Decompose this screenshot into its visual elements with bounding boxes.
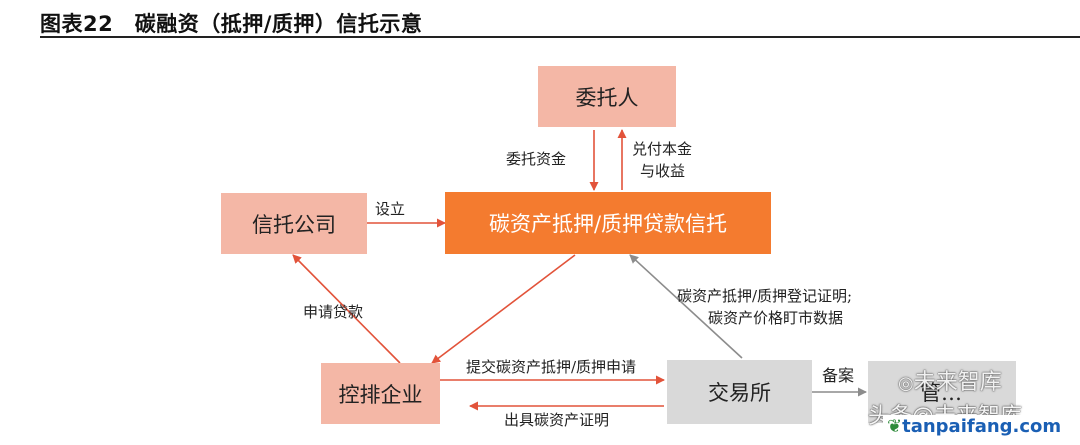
label-chuju: 出具碳资产证明 bbox=[504, 411, 610, 429]
node-weituoren: 委托人 bbox=[538, 66, 676, 127]
label-tijiao: 提交碳资产抵押/质押申请 bbox=[466, 358, 637, 376]
arrow-dengji bbox=[629, 254, 743, 359]
node-guanli-label: 管… bbox=[920, 381, 962, 405]
label-duifu-line2: 与收益 bbox=[640, 162, 686, 180]
watermark-top: ◎未来智库 bbox=[898, 364, 1002, 396]
node-kongpai-qiye: 控排企业 bbox=[321, 363, 440, 424]
label-dengji-line1: 碳资产抵押/质押登记证明; bbox=[677, 287, 853, 305]
label-beian: 备案 bbox=[822, 366, 855, 385]
wechat-icon: ◎ bbox=[898, 373, 914, 394]
node-jiaoyisuo: 交易所 bbox=[667, 360, 812, 424]
label-shenqing-daikuan: 申请贷款 bbox=[303, 303, 364, 321]
label-duifu-line1: 兑付本金 bbox=[632, 140, 693, 158]
node-tanzichan-xintuo: 碳资产抵押/质押贷款信托 bbox=[445, 192, 771, 254]
node-kongpai-qiye-label: 控排企业 bbox=[338, 382, 423, 407]
watermark-top-text: 未来智库 bbox=[913, 370, 1002, 395]
watermark-url: ❦tanpaifang.com bbox=[883, 415, 1066, 439]
label-weituo-zijin: 委托资金 bbox=[506, 150, 567, 168]
node-tanzichan-xintuo-label: 碳资产抵押/质押贷款信托 bbox=[488, 212, 728, 236]
watermark-url-text: tanpaifang.com bbox=[902, 416, 1062, 437]
title-underline bbox=[40, 36, 1080, 38]
node-guanli: 管… bbox=[868, 361, 1016, 423]
node-xintuo-gongsi: 信托公司 bbox=[221, 193, 367, 254]
arrow-xintuo-to-qiye bbox=[431, 254, 576, 364]
leaf-icon: ❦ bbox=[887, 416, 903, 437]
node-jiaoyisuo-label: 交易所 bbox=[708, 381, 771, 405]
node-weituoren-label: 委托人 bbox=[575, 85, 639, 110]
node-xintuo-gongsi-label: 信托公司 bbox=[252, 212, 336, 237]
label-dengji-line2: 碳资产价格盯市数据 bbox=[708, 309, 844, 327]
arrow-shenqing-daikuan bbox=[292, 254, 401, 364]
label-sheli: 设立 bbox=[375, 200, 406, 218]
figure-title: 图表22 碳融资（抵押/质押）信托示意 bbox=[40, 12, 423, 36]
